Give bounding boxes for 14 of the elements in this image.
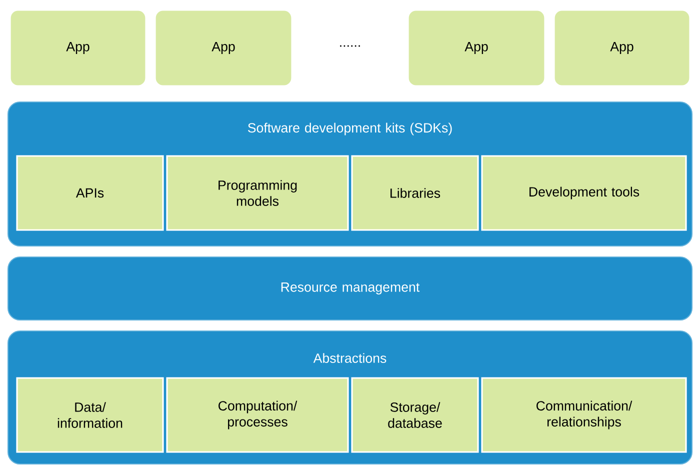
app-box: App <box>407 9 546 87</box>
component-box: Communication/ relationships <box>481 377 687 453</box>
component-box: Computation/ processes <box>166 377 349 453</box>
layer-band: Resource management <box>7 256 693 321</box>
component-box: Storage/ database <box>351 377 479 453</box>
app-box: App <box>9 9 147 87</box>
component-box: Programming models <box>166 155 349 231</box>
component-box: APIs <box>16 155 164 231</box>
app-box: App <box>154 9 293 87</box>
ellipsis-text: ...... <box>340 45 360 47</box>
app-box: App <box>553 9 691 87</box>
component-box: Libraries <box>351 155 479 231</box>
component-box: Development tools <box>481 155 687 231</box>
component-box: Data/ information <box>16 377 164 453</box>
